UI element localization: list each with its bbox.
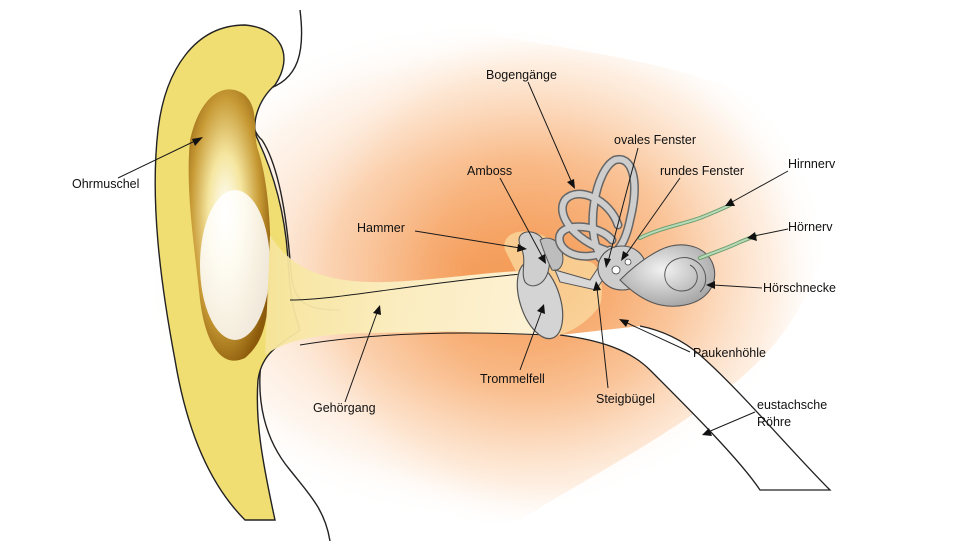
leader-amboss: [499, 177, 544, 259]
label-hammer: Hammer: [357, 221, 405, 235]
label-ovales-fenster: ovales Fenster: [614, 133, 696, 147]
label-rundes-fenster: rundes Fenster: [660, 164, 744, 178]
leader-ovales-fenster: [607, 147, 639, 263]
arrowhead-steigbuegel: [593, 281, 601, 291]
arrowhead-gehoergang: [373, 305, 381, 315]
leader-lines: [117, 81, 789, 436]
label-hoernerv: Hörnerv: [788, 220, 833, 234]
label-bogengaenge: Bogengänge: [486, 68, 557, 82]
leader-rundes-fenster: [624, 177, 681, 257]
label-ohrmuschel: Ohrmuschel: [72, 177, 139, 191]
label-roehre: Röhre: [757, 415, 791, 429]
leader-paukenhoehle: [624, 321, 691, 353]
leader-steigbuegel: [596, 287, 609, 389]
arrowhead-hirnnerv: [725, 198, 735, 206]
leader-gehoergang: [344, 309, 379, 403]
arrowhead-eustachsche-roehre: [702, 428, 712, 436]
label-eustachsche: eustachsche: [757, 398, 827, 412]
label-gehoergang: Gehörgang: [313, 401, 376, 415]
ear-canal: [265, 235, 549, 355]
label-hirnnerv: Hirnnerv: [788, 157, 836, 171]
eustachian-tube: [559, 325, 832, 491]
arrowhead-hoerschnecke: [706, 281, 715, 289]
leader-eustachsche-roehre: [707, 411, 756, 433]
leader-hirnnerv: [731, 170, 789, 203]
pinna: [154, 24, 301, 521]
arrowhead-hoernerv: [747, 232, 757, 241]
arrowhead-bogengaenge: [567, 179, 575, 189]
arrowhead-amboss: [538, 254, 546, 264]
label-hoerschnecke: Hörschnecke: [763, 281, 836, 295]
label-paukenhoehle: Paukenhöhle: [693, 346, 766, 360]
label-steigbuegel: Steigbügel: [596, 392, 655, 406]
label-amboss: Amboss: [467, 164, 512, 178]
arrowhead-ovales-fenster: [604, 258, 611, 268]
leader-hammer: [414, 230, 521, 249]
labels: Ohrmuschel Gehörgang Hammer Amboss Bogen…: [72, 68, 836, 429]
arrowhead-rundes-fenster: [621, 251, 629, 261]
leader-hoerschnecke: [712, 284, 763, 289]
arrowhead-trommelfell: [537, 304, 545, 314]
leader-hoernerv: [753, 228, 789, 237]
cochlea: [619, 244, 716, 307]
arrowhead-hammer: [517, 244, 527, 252]
semicircular-canals-fill: [556, 156, 638, 261]
leader-trommelfell: [519, 309, 543, 371]
leader-bogengaenge: [527, 81, 573, 184]
arrowhead-ohrmuschel: [192, 137, 203, 146]
label-trommelfell: Trommelfell: [480, 372, 545, 386]
arrowhead-paukenhoehle: [619, 319, 629, 327]
leader-ohrmuschel: [117, 139, 198, 179]
